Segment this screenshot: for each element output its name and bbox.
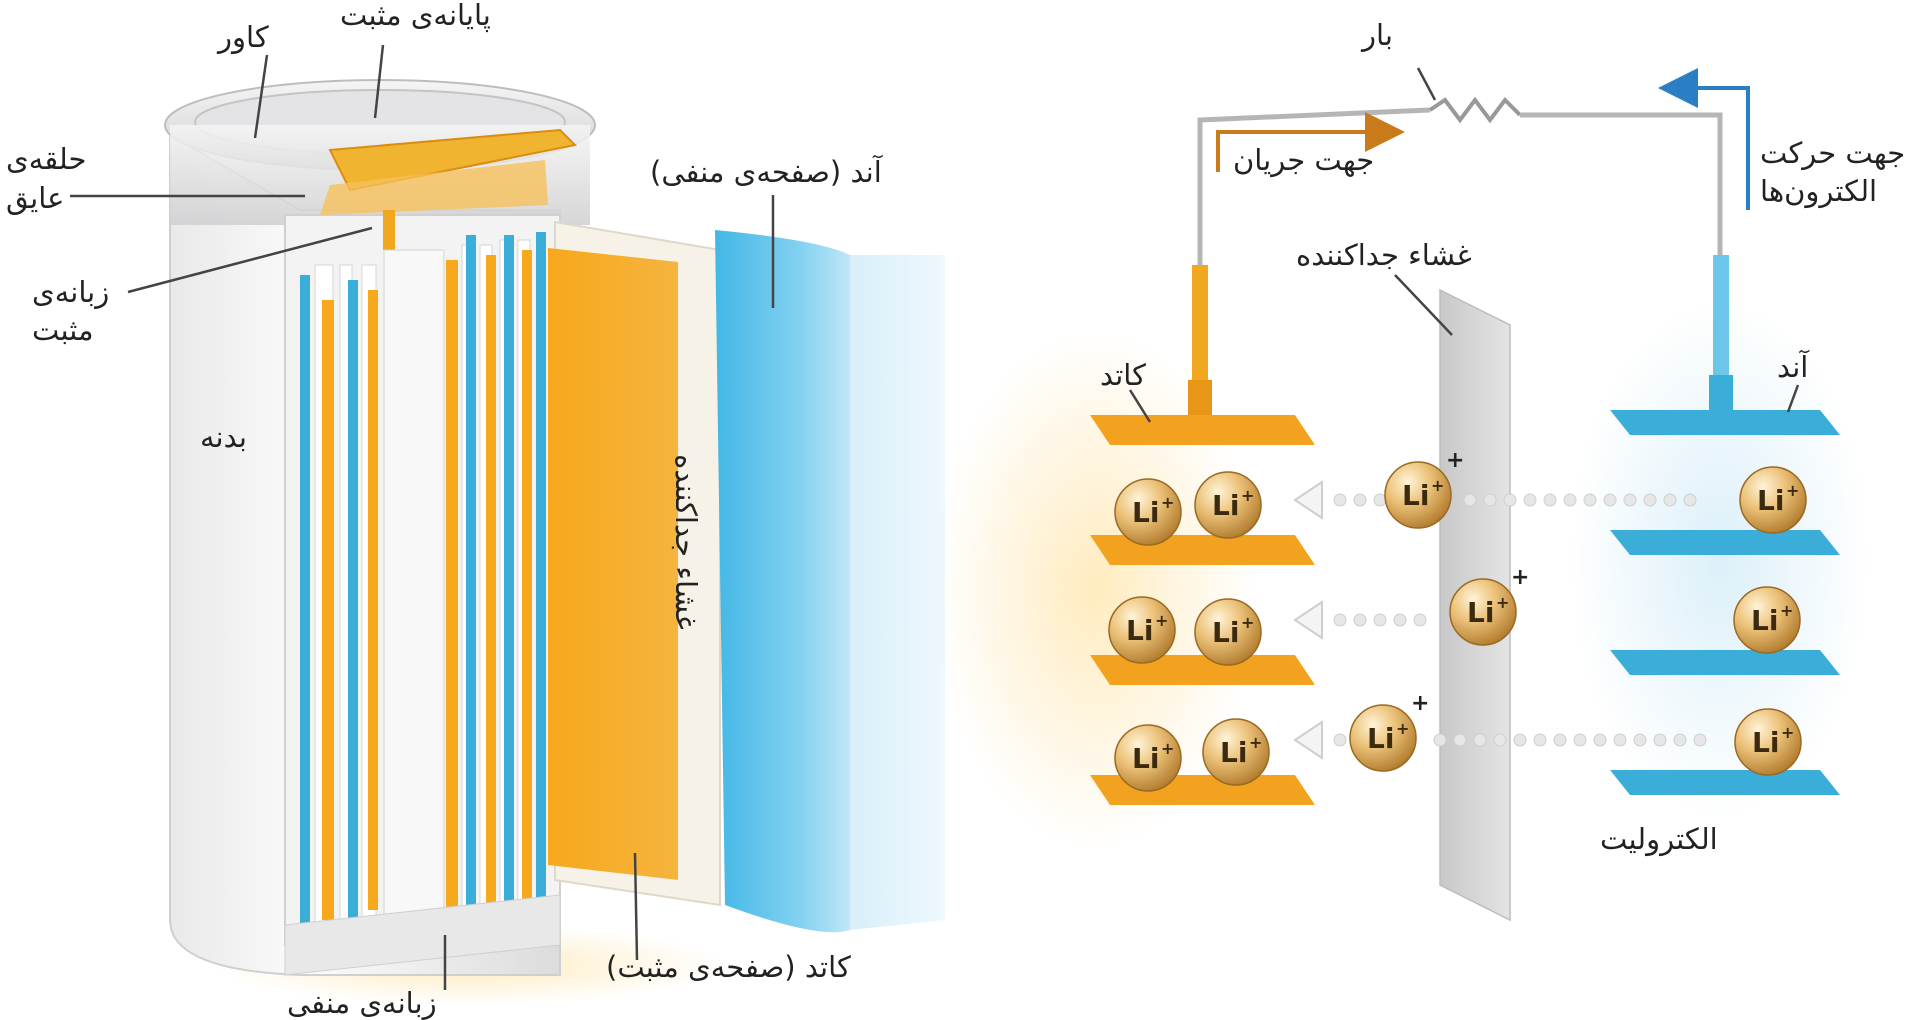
lithium-ion-label: Li [1220,736,1247,769]
lithium-ion-sphere [1108,596,1176,664]
ion-path-middle [1333,613,1427,627]
lithium-ion-sphere [1194,471,1262,539]
lithium-ion-charge: + [1396,719,1409,738]
lithium-ion-charge: + [1431,476,1444,495]
lithium-ion-charge: + [1780,601,1793,620]
lithium-ion: Li+ [1108,596,1176,664]
lithium-ion-label: Li [1126,614,1153,647]
label-load: بار [1362,18,1393,52]
ion-paths [1333,493,1707,747]
lithium-ion-sphere [1114,724,1182,792]
terminal-cavity-glow [320,160,548,215]
lithium-ion-charge: + [1781,723,1794,742]
lithium-ion: Li++ [1449,565,1529,646]
label-cover: کاور [218,20,269,54]
lithium-ion-sphere [1349,704,1417,772]
lithium-ion-charge: + [1786,481,1799,500]
lithium-ion-label: Li [1402,479,1429,512]
lithium-ion-sphere [1734,708,1802,776]
label-electron-direction-line2: الکترون‌ها [1760,174,1878,208]
ion-path-top [1333,493,1697,507]
lithium-ion: Li+ [1733,586,1801,654]
label-insulating-ring-line1: حلقه‌ی [6,142,87,176]
lithium-ion-label: Li [1367,722,1394,755]
ion-path-arrowheads [1293,480,1323,760]
lithium-ion-sphere [1194,598,1262,666]
lithium-ion: Li+ [1114,478,1182,546]
label-positive-terminal: پایانه‌ی مثبت [340,0,491,32]
lithium-ion-charge: + [1161,493,1174,512]
lithium-ion-charge: + [1155,611,1168,630]
lithium-ion: Li+ [1202,718,1270,786]
label-right-separator: غشاء جداکننده [1296,238,1472,272]
lithium-ion-label: Li [1757,484,1784,517]
lithium-ion: Li+ [1114,724,1182,792]
lithium-ion-sphere [1449,578,1517,646]
left-leader-lines [70,44,775,990]
lithium-ion-charge: + [1161,739,1174,758]
cylindrical-cell [70,44,945,1005]
label-electrolyte: الکترولیت [1600,822,1718,856]
lithium-ion-label: Li [1752,726,1779,759]
ion-path-bottom [1333,733,1707,747]
positive-tab [383,210,395,250]
lithium-ion-label: Li [1212,489,1239,522]
label-cathode-positive-plate: کاتد (صفحه‌ی مثبت) [606,950,851,984]
lithium-ion-sphere [1114,478,1182,546]
electron-direction-arrow [1658,68,1750,210]
lithium-ion-sphere [1202,718,1270,786]
lithium-ion: Li++ [1384,448,1464,529]
lithium-ion-sphere [1733,586,1801,654]
label-anode-negative-plate: آند (صفحه‌ی منفی) [650,155,882,189]
right-leader-lines [1128,67,1800,423]
lithium-ion-label: Li [1132,742,1159,775]
label-anode: آند [1777,350,1809,384]
anode-terminal [1713,255,1729,395]
positive-terminal-plate [328,128,578,192]
anode-sheet [715,230,850,933]
label-positive-tab-line1: زبانه‌ی [32,275,110,309]
lithium-ion: Li++ [1349,691,1429,772]
label-left-separator: غشاء جداکننده [668,454,703,630]
lithium-ion-label: Li [1467,596,1494,629]
lithium-ions: Li+Li+Li+Li+Li+Li+Li++Li++Li++Li+Li+Li+ [1108,448,1807,792]
cathode-glow [935,330,1255,850]
outer-separator-sheet [850,255,945,930]
lithium-ion-sphere [1384,461,1452,529]
cathode-terminal-base [1188,380,1212,420]
label-body: بدنه [200,420,247,454]
lithium-ion-charge: + [1241,486,1254,505]
lithium-ion: Li+ [1739,466,1807,534]
label-negative-tab: زبانه‌ی منفی [287,986,437,1020]
lithium-ion: Li+ [1194,598,1262,666]
load-resistor [1428,96,1522,124]
lithium-ion: Li+ [1194,471,1262,539]
label-cathode: کاتد [1100,358,1146,392]
working-principle: Li+Li+Li+Li+Li+Li+Li++Li++Li++Li+Li+Li+ [935,67,1870,922]
lithium-ion-charge: + [1241,613,1254,632]
lithium-ion-label: Li [1212,616,1239,649]
cathode-terminal [1192,265,1208,395]
lithium-ion-charge: + [1496,593,1509,612]
lithium-ion-label: Li [1751,604,1778,637]
label-electron-direction-line1: جهت حرکت [1760,136,1906,170]
label-current-direction: جهت جریان [1233,143,1375,177]
lithium-ion: Li+ [1734,708,1802,776]
cell-base [284,894,561,976]
lithium-ion-charge: + [1249,733,1262,752]
migrating-ion-charge: + [1446,448,1464,473]
migrating-ion-charge: + [1411,691,1429,716]
lithium-ion-label: Li [1132,496,1159,529]
label-insulating-ring-line2: عایق [6,181,65,215]
migrating-ion-charge: + [1511,565,1529,590]
anode-plates [1610,410,1840,795]
current-direction-arrow [1216,112,1405,172]
label-positive-tab-line2: مثبت [32,313,94,347]
lithium-ion-sphere [1739,466,1807,534]
cathode-sheet [548,248,678,880]
